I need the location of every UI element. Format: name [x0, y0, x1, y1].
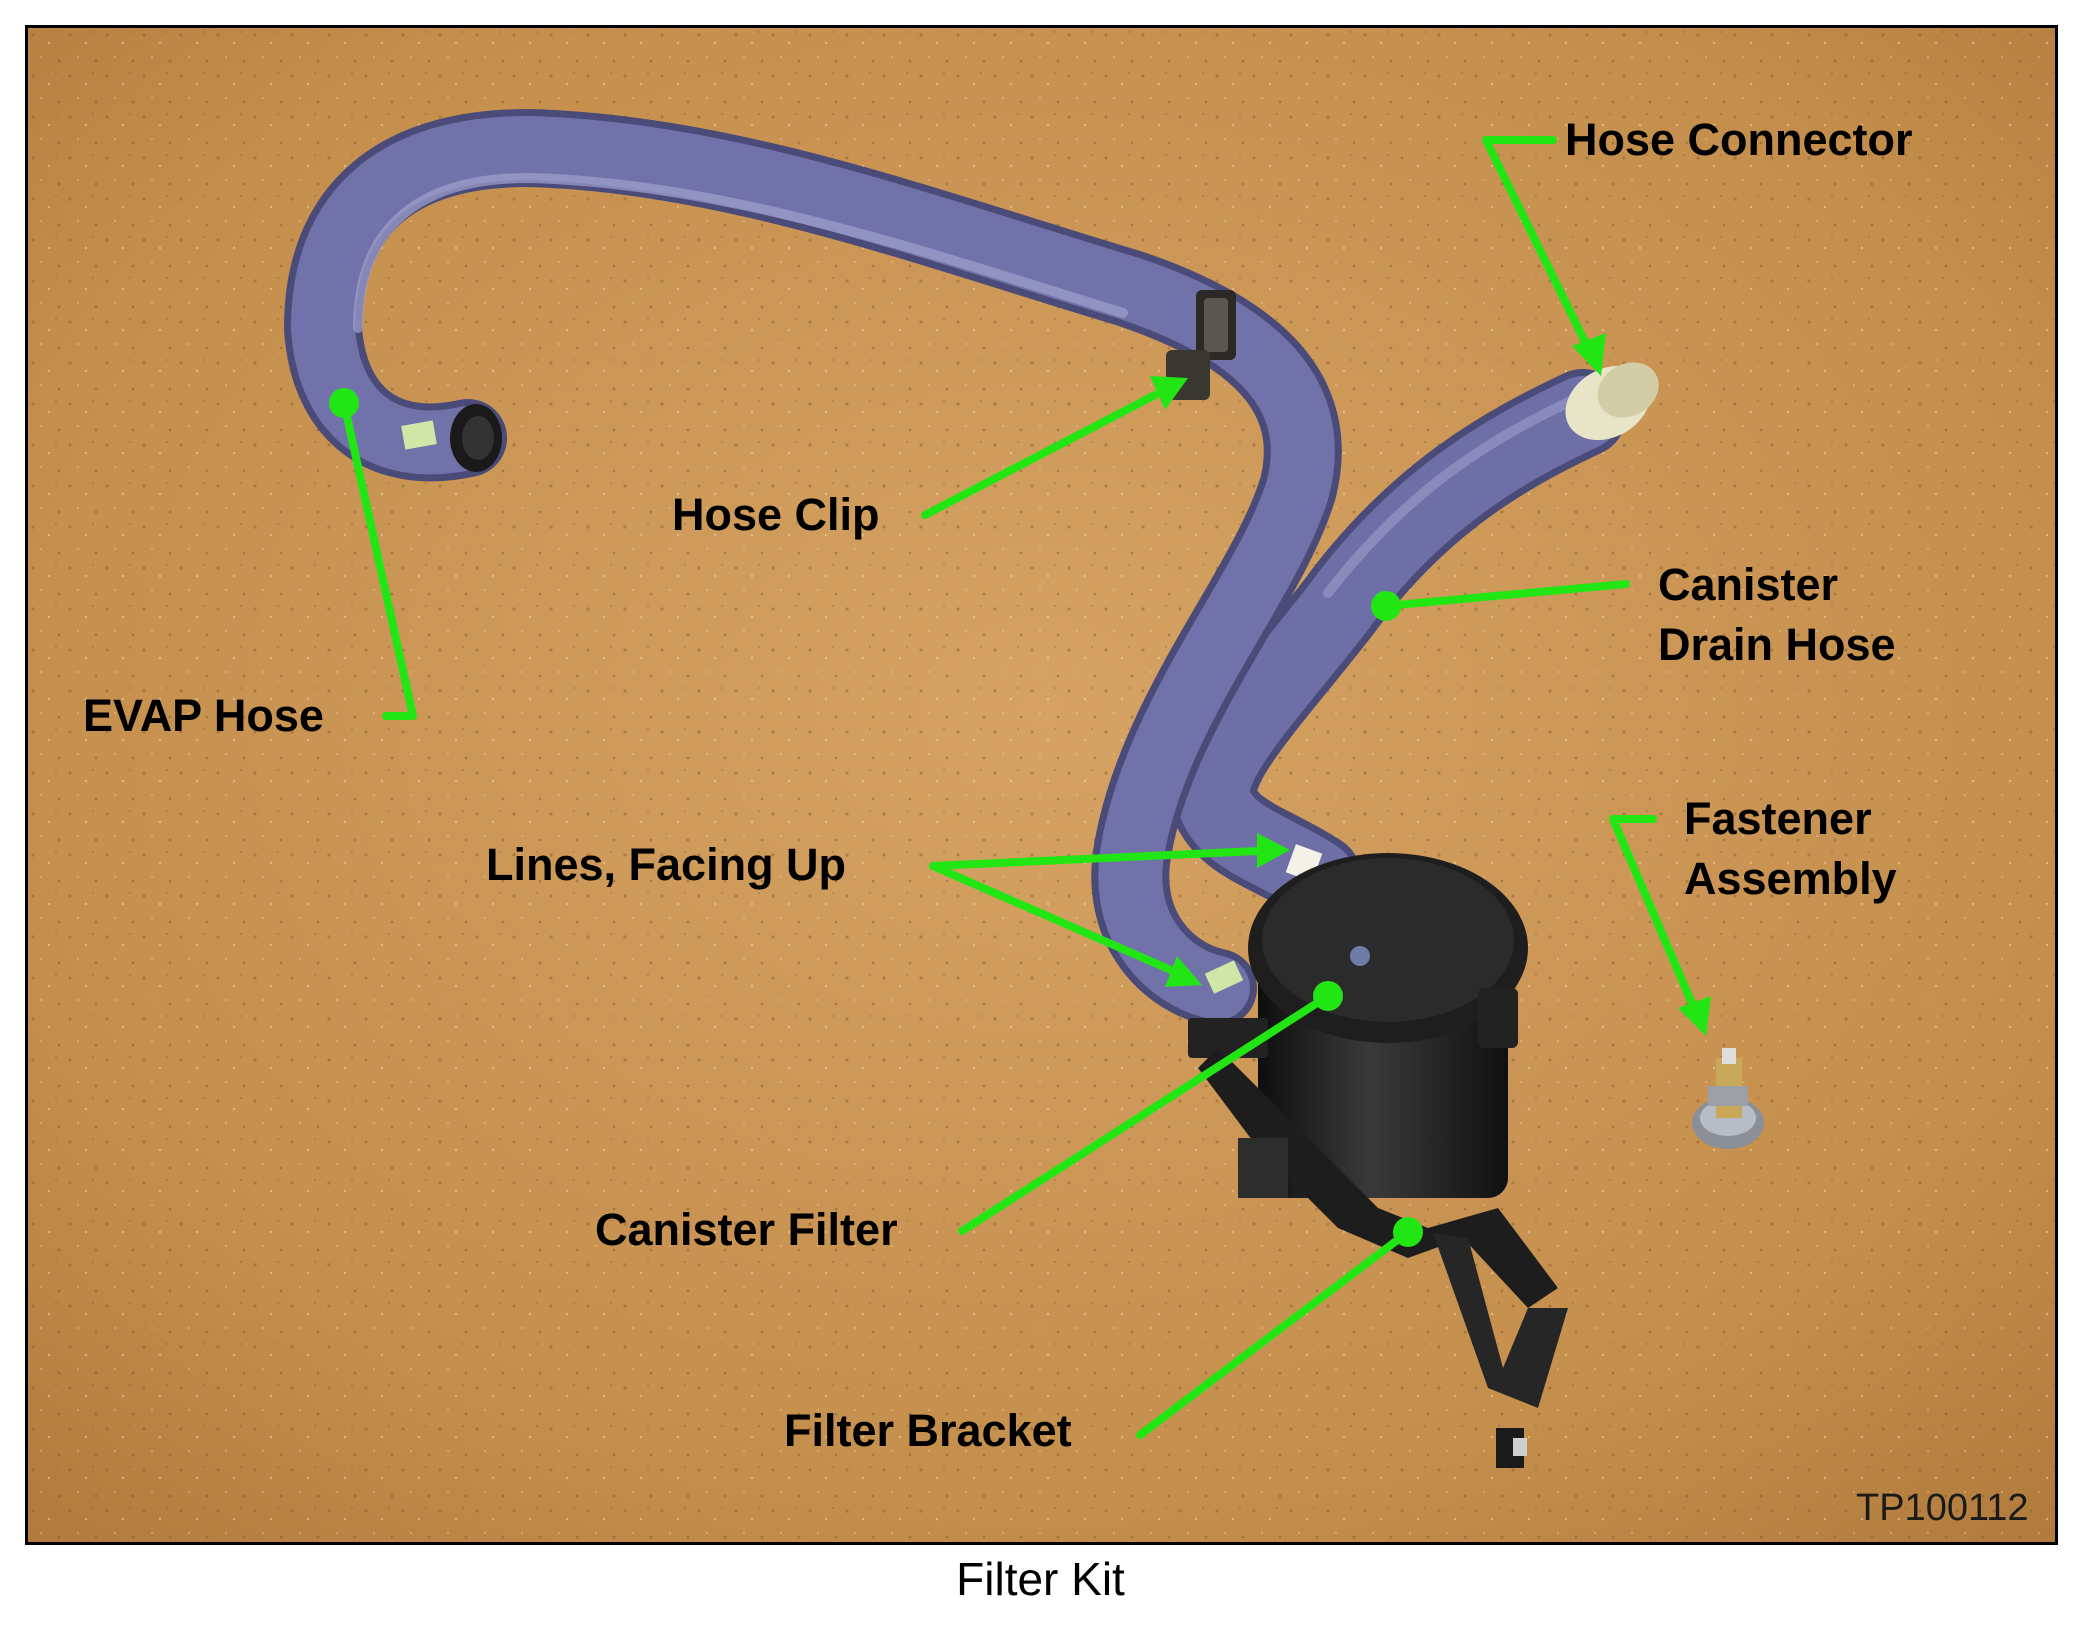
fastener-assembly [1692, 1048, 1764, 1149]
label-canister-filter: Canister Filter [595, 1204, 898, 1255]
label-lines-facing-up: Lines, Facing Up [486, 839, 846, 890]
leader-canister-drain-hose [1371, 580, 1630, 621]
leader-fastener-assembly [1609, 815, 1711, 1036]
label-hose-clip: Hose Clip [672, 489, 880, 540]
label-canister-drain-hose-line2: Drain Hose [1658, 619, 1896, 670]
label-canister-drain-hose-line1: Canister [1658, 559, 1838, 610]
leader-hose-connector [1482, 136, 1606, 376]
label-filter-bracket: Filter Bracket [784, 1405, 1072, 1456]
leader-canister-filter [958, 981, 1343, 1235]
leader-evap-hose [329, 388, 417, 720]
leader-hose-clip [921, 376, 1188, 519]
figure-id: TP100112 [1856, 1487, 2029, 1529]
hose-connector [1565, 362, 1659, 441]
photo-frame: Hose Connector Hose Clip EVAP Hose Canis… [25, 25, 2058, 1545]
canister-drain-hose [1168, 369, 1627, 922]
filter-bracket [1198, 1048, 1568, 1468]
figure-caption: Filter Kit [956, 1553, 1125, 1605]
label-fastener-assembly-line1: Fastener [1684, 793, 1872, 844]
filter-kit-photo: Hose Connector Hose Clip EVAP Hose Canis… [28, 28, 2055, 1542]
label-fastener-assembly-line2: Assembly [1684, 853, 1897, 904]
label-hose-connector: Hose Connector [1565, 114, 1913, 165]
label-evap-hose: EVAP Hose [83, 690, 324, 741]
leader-filter-bracket [1136, 1217, 1423, 1439]
evap-hose [284, 109, 1342, 1027]
leader-lines-facing-up [929, 833, 1290, 987]
